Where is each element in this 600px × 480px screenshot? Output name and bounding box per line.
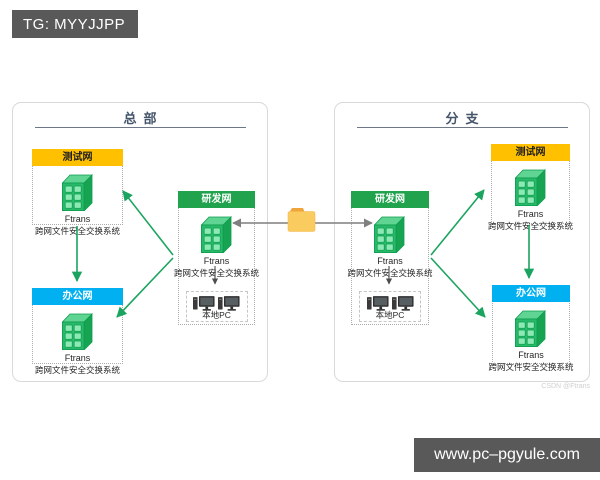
product-name: Ftrans: [203, 256, 230, 266]
desktop-pc-icon: [218, 296, 240, 311]
server-icon: [374, 216, 405, 253]
netbox-header-office-net: 办公网: [32, 288, 123, 305]
system-name: 跨网文件安全交换系统: [347, 268, 433, 278]
netbox-header-test-net: 测试网: [32, 149, 123, 166]
panel-headquarters-title: 总部: [123, 111, 164, 126]
local-pc-label: 本地PC: [202, 310, 231, 320]
panel-headquarters-title-rule: [35, 127, 246, 128]
server-icon: [515, 310, 546, 347]
panel-branch: 分支 研发网 Ftrans 跨网文件安全交换系统 本地PC 测试网 Ftrans…: [334, 102, 590, 382]
top-banner: TG: MYYJJPP: [12, 10, 138, 38]
product-name: Ftrans: [64, 353, 91, 363]
desktop-pc-icon: [193, 296, 215, 311]
local-pc-box-hq: 本地PC: [185, 291, 248, 322]
server-icon: [61, 313, 92, 350]
system-name: 跨网文件安全交换系统: [34, 365, 120, 375]
pc-icons-row: [193, 296, 240, 311]
netbox-test-net-hq: 测试网 Ftrans 跨网文件安全交换系统: [32, 149, 123, 236]
local-pc-label: 本地PC: [375, 310, 405, 320]
netbox-office-net-branch: 办公网 Ftrans 跨网文件安全交换系统: [489, 285, 574, 372]
product-name: Ftrans: [517, 209, 544, 219]
netbox-rd-net-branch: 研发网 Ftrans 跨网文件安全交换系统 本地PC: [348, 191, 433, 325]
netbox-header-office-net: 办公网: [492, 285, 570, 302]
netbox-office-net-hq: 办公网 Ftrans 跨网文件安全交换系统: [32, 288, 123, 375]
netbox-rd-net-hq: 研发网 Ftrans 跨网文件安全交换系统 本地PC: [174, 191, 259, 325]
system-name: 跨网文件安全交换系统: [488, 221, 574, 231]
netbox-header-test-net: 测试网: [491, 144, 570, 161]
system-name: 跨网文件安全交换系统: [174, 268, 260, 278]
netbox-test-net-branch: 测试网 Ftrans 跨网文件安全交换系统: [488, 144, 573, 231]
desktop-pc-icon: [366, 296, 389, 311]
panel-headquarters: 总部 测试网 Ftrans 跨网文件安全交换系统 研发网 Ftrans 跨网文件…: [12, 102, 268, 382]
top-banner-text: TG: MYYJJPP: [23, 15, 126, 33]
pc-icons-row: [366, 296, 414, 311]
netbox-header-rd-net: 研发网: [178, 191, 255, 208]
local-pc-box-branch: 本地PC: [359, 291, 421, 322]
system-name: 跨网文件安全交换系统: [488, 362, 574, 372]
bottom-banner: www.pc–pgyule.com: [414, 438, 600, 472]
server-icon: [61, 174, 92, 211]
panel-branch-title: 分支: [445, 111, 486, 126]
netbox-header-rd-net: 研发网: [351, 191, 429, 208]
bottom-banner-text: www.pc–pgyule.com: [434, 446, 580, 463]
server-icon: [200, 216, 231, 253]
server-icon: [514, 169, 545, 206]
system-name: 跨网文件安全交换系统: [34, 226, 120, 236]
product-name: Ftrans: [64, 214, 91, 224]
product-name: Ftrans: [377, 256, 403, 266]
desktop-pc-icon: [391, 296, 414, 311]
product-name: Ftrans: [518, 350, 544, 360]
folder-icon: [287, 208, 316, 232]
panel-branch-title-rule: [357, 127, 568, 128]
csdn-watermark: CSDN @Ftrans: [541, 383, 590, 390]
